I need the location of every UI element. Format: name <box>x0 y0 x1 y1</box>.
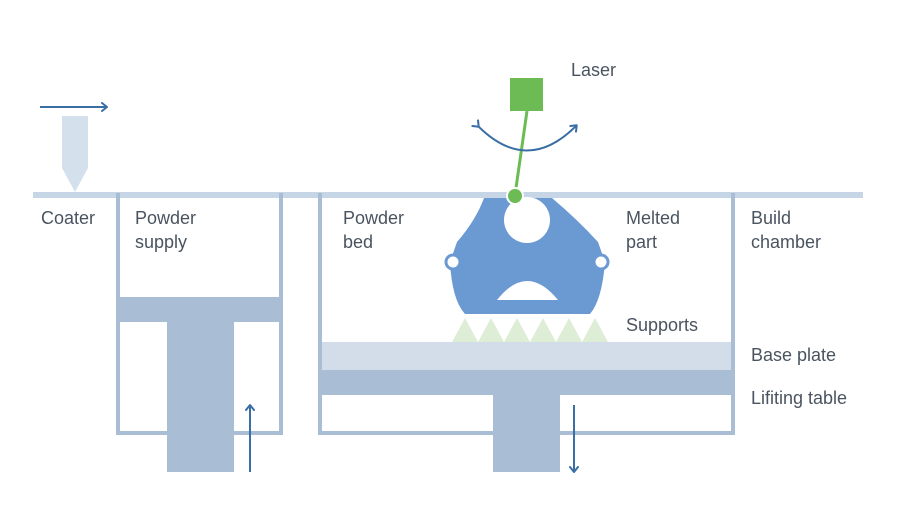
powder-bed-label-line1: Powder <box>343 208 405 228</box>
build-chamber <box>318 193 735 472</box>
coater-label: Coater <box>41 208 96 228</box>
scan-direction-arrow-icon <box>471 119 578 152</box>
supply-piston-rod <box>167 322 234 472</box>
powder-bed-label-line2: bed <box>343 232 374 252</box>
base-plate <box>322 342 731 370</box>
laser-beam <box>513 110 529 196</box>
powder-supply-chamber <box>116 193 283 472</box>
melted-part-label-line2: part <box>626 232 658 252</box>
lifting-table-rod <box>493 395 560 472</box>
supports-label: Supports <box>626 315 699 335</box>
melted-part <box>444 197 610 314</box>
coater-blade-icon <box>62 116 88 192</box>
powder-supply-label-line1: Powder <box>135 208 197 228</box>
lifting-table <box>322 370 731 395</box>
laser-head-icon <box>510 78 543 111</box>
supply-piston-plate <box>120 297 279 322</box>
supports <box>452 318 608 342</box>
laser-focus-point <box>506 187 524 205</box>
melted-part-label-line1: Melted <box>626 208 681 228</box>
build-chamber-label-line2: chamber <box>751 232 822 252</box>
powder-supply-label-line2: supply <box>135 232 188 252</box>
base-plate-label: Base plate <box>751 345 837 365</box>
floor-line <box>33 192 863 198</box>
build-chamber-label-line1: Build <box>751 208 792 228</box>
laser-label: Laser <box>571 60 617 80</box>
lifting-table-label: Lifiting table <box>751 388 848 408</box>
